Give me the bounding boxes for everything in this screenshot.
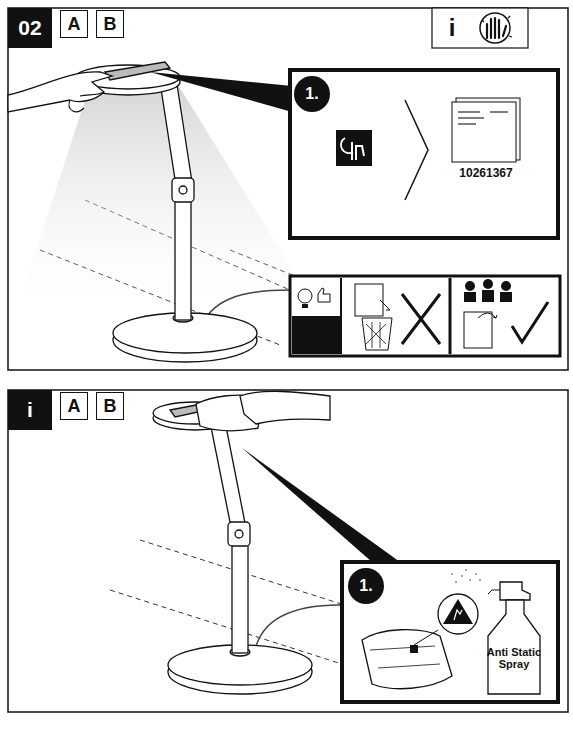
panel-frame	[8, 390, 568, 712]
info-symbol: i	[8, 390, 52, 430]
variant-letter: A	[60, 10, 88, 38]
cleaning-cloth	[362, 630, 452, 689]
node-text: A	[68, 397, 81, 416]
info-symbol: i	[440, 12, 464, 44]
node-text: B	[104, 15, 117, 34]
callout-number: 1.	[294, 76, 330, 112]
desk-lamp	[76, 62, 257, 362]
step-number: 02	[8, 8, 52, 48]
table-outline	[110, 540, 360, 665]
node-text: A	[68, 15, 81, 34]
panel-frame	[8, 8, 568, 370]
variant-letter: A	[60, 392, 88, 420]
spray-bottle	[451, 569, 540, 694]
article-number: 10261367	[446, 166, 526, 180]
clean-hand-icon	[480, 13, 512, 43]
node-text: 02	[18, 17, 41, 39]
callout-number: 1.	[348, 568, 384, 604]
node-text: i	[27, 399, 33, 421]
bottle-label: Anti Static Spray	[486, 636, 542, 682]
variant-letter: B	[96, 10, 124, 38]
callout-box	[290, 70, 558, 238]
node-text: Anti Static Spray	[486, 647, 542, 670]
hand	[8, 72, 112, 112]
callout-wedge	[150, 72, 292, 112]
node-text: 1.	[359, 578, 372, 595]
chevron	[405, 100, 428, 200]
variant-letter: B	[96, 392, 124, 420]
keep-manual-strip	[290, 276, 560, 356]
node-text: 1.	[305, 86, 318, 103]
desk-lamp	[153, 400, 312, 694]
node-text: B	[104, 397, 117, 416]
manual-booklet	[452, 98, 520, 162]
callout-wedge	[242, 448, 400, 562]
touch-icon	[336, 130, 372, 166]
esd-symbol	[438, 594, 478, 634]
hand	[240, 391, 330, 424]
callout-box	[342, 562, 558, 702]
node-text: i	[449, 15, 456, 40]
